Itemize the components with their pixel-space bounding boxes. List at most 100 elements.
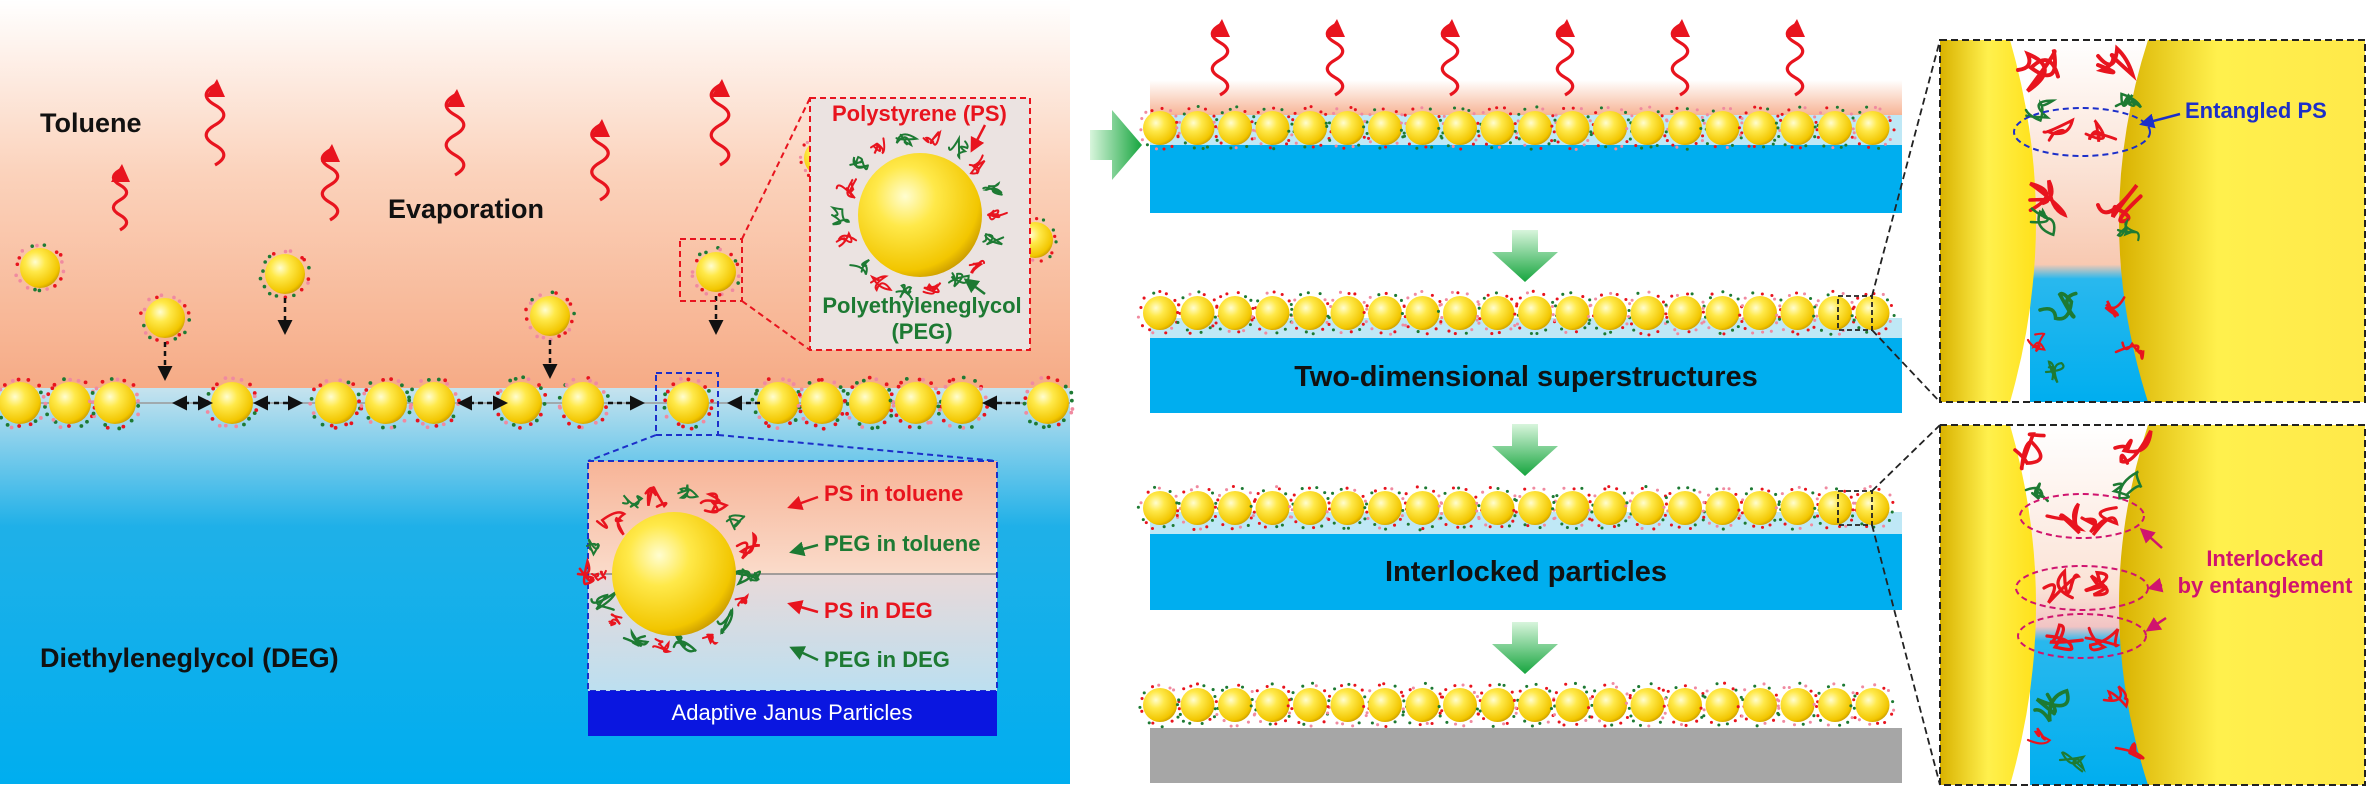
caption-bar [588, 691, 997, 736]
detail-entangled [1939, 39, 2366, 403]
evaporation-arrow [1440, 19, 1460, 97]
particle [1587, 485, 1633, 530]
particle [1662, 684, 1707, 727]
evaporation-arrow [204, 79, 226, 167]
particle [1699, 106, 1744, 149]
particle [0, 377, 47, 430]
peg-chain [982, 181, 1003, 196]
peg-chain-toluene [677, 484, 700, 499]
ps-chain [968, 154, 986, 175]
ps-chain [922, 129, 942, 146]
ps-chain [2045, 502, 2087, 535]
ps-chain [2013, 432, 2046, 471]
particle [1249, 682, 1294, 726]
ps-chain-deg [734, 593, 749, 607]
particle [1701, 290, 1745, 336]
peg-chain-toluene [622, 494, 644, 509]
particle [1587, 681, 1632, 728]
particle [1625, 105, 1670, 150]
ps-chain [968, 259, 986, 274]
particle [1289, 291, 1333, 336]
particle [1737, 487, 1783, 529]
particle [1136, 485, 1182, 531]
peg-chain [2033, 688, 2070, 723]
particle [495, 375, 548, 430]
evaporation-arrow [1785, 19, 1805, 97]
ps-chain-toluene [699, 492, 729, 514]
peg-in-toluene-label: PEG in toluene [824, 531, 981, 556]
interlocked-label-line2: by entanglement [2177, 573, 2353, 598]
ps-chain [870, 137, 886, 155]
ps-in-toluene-label: PS in toluene [824, 481, 964, 506]
peg-in-deg-label: PEG in DEG [824, 647, 950, 672]
particle [1436, 290, 1482, 336]
peg-chain [895, 283, 914, 301]
stage-1 [1150, 80, 1902, 213]
particle [1775, 291, 1819, 336]
particle [1326, 290, 1371, 335]
stage-arrow-1 [1492, 230, 1558, 282]
particle [1813, 486, 1858, 530]
particle [1737, 105, 1783, 149]
monolayer-row [1138, 681, 1896, 729]
particle [1176, 290, 1221, 335]
ps-chain-toluene [595, 511, 627, 536]
evaporation-arrow [1555, 19, 1575, 97]
particle [662, 376, 714, 431]
particle [1664, 106, 1708, 151]
peg-chain [982, 233, 1005, 246]
peg-chain [895, 133, 920, 148]
stage4-substrate [1150, 728, 1902, 783]
particle [1250, 106, 1296, 151]
evaporation-arrow [1670, 19, 1690, 97]
ps-chain [2042, 567, 2081, 604]
particle [1400, 289, 1444, 336]
evaporation-arrow [320, 144, 340, 222]
particle [1775, 681, 1820, 727]
ps-chain [2114, 741, 2145, 760]
ps-chain [2042, 117, 2075, 142]
peg-chain-deg [672, 633, 698, 653]
particle [1286, 681, 1331, 728]
particle [1362, 682, 1409, 729]
monolayer-row [1136, 289, 1896, 337]
particle [750, 377, 804, 430]
stage2-label: Two-dimensional superstructures [1294, 361, 1758, 393]
peg-chain [2116, 218, 2140, 242]
peg-chain-deg [732, 568, 760, 586]
particle [1175, 104, 1220, 151]
peg-chain [2024, 99, 2058, 123]
particle [1136, 289, 1182, 335]
particle-wall-right-2 [2119, 425, 2365, 785]
ps-chain [2095, 44, 2137, 82]
evaporation-arrow [444, 89, 466, 177]
particle [1139, 106, 1182, 151]
zoom-gold-core [858, 153, 982, 277]
ps-chain [2096, 183, 2143, 224]
ps-chain-deg [702, 633, 719, 645]
particle [1512, 486, 1557, 530]
particle [1175, 485, 1221, 531]
ps-chain [2113, 429, 2153, 465]
particle-wall-right [2119, 40, 2365, 402]
peg-chain-toluene [585, 538, 600, 557]
ps-chain [2080, 506, 2119, 536]
ps-chain-deg [652, 638, 673, 653]
particle [308, 378, 362, 430]
coated-particle [829, 129, 1008, 301]
particle [1550, 106, 1596, 151]
ps-chain [2102, 685, 2129, 709]
particle [14, 243, 66, 293]
particle [139, 293, 192, 345]
peg-chain [948, 134, 969, 160]
ps-chain-toluene [735, 531, 761, 560]
peg-chain-toluene [745, 570, 762, 582]
ps-chain [835, 178, 857, 199]
ps-chain [2026, 727, 2052, 745]
particle [1476, 106, 1520, 150]
peg-chain [2111, 470, 2143, 500]
peg-label-line2: (PEG) [891, 319, 953, 344]
ps-chain [2104, 296, 2126, 318]
particle [936, 375, 989, 430]
particle [1475, 486, 1518, 529]
